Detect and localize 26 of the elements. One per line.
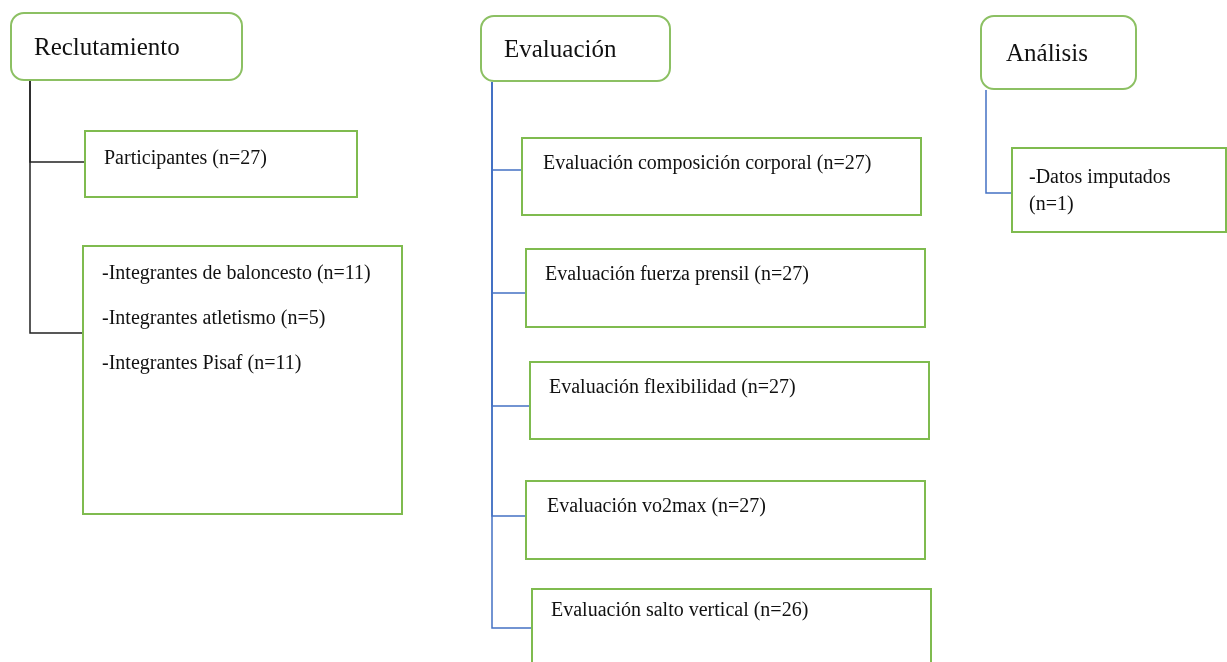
item-box [82,245,403,515]
item-box [84,130,358,198]
stage-box [480,15,671,82]
item-text: Evaluación flexibilidad (n=27) [549,374,797,399]
item-text: Evaluación composición corporal (n=27) [543,150,873,176]
stage-heading: Evaluación [504,34,617,63]
stage-box [980,15,1137,90]
stage-heading: Reclutamiento [34,32,180,61]
item-text: Evaluación salto vertical (n=26) [551,597,810,623]
item-box [529,361,930,440]
item-box [525,248,926,328]
stage-heading: Análisis [1006,38,1088,67]
item-text: Evaluación vo2max (n=27) [547,493,767,519]
item-text: -Integrantes Pisaf (n=11) [102,350,303,376]
item-box [1011,147,1227,233]
connector-line [29,80,83,334]
item-box [531,588,932,662]
item-text: -Integrantes de baloncesto (n=11) [102,260,372,286]
item-text: -Integrantes atletismo (n=5) [102,305,327,331]
item-text: Evaluación fuerza prensil (n=27) [545,261,810,287]
item-text: -Datos imputados (n=1) [1029,164,1172,217]
stage-box [10,12,243,81]
connector-line [985,89,1012,194]
item-box [521,137,922,216]
item-text: Participantes (n=27) [104,145,268,171]
item-box [525,480,926,560]
